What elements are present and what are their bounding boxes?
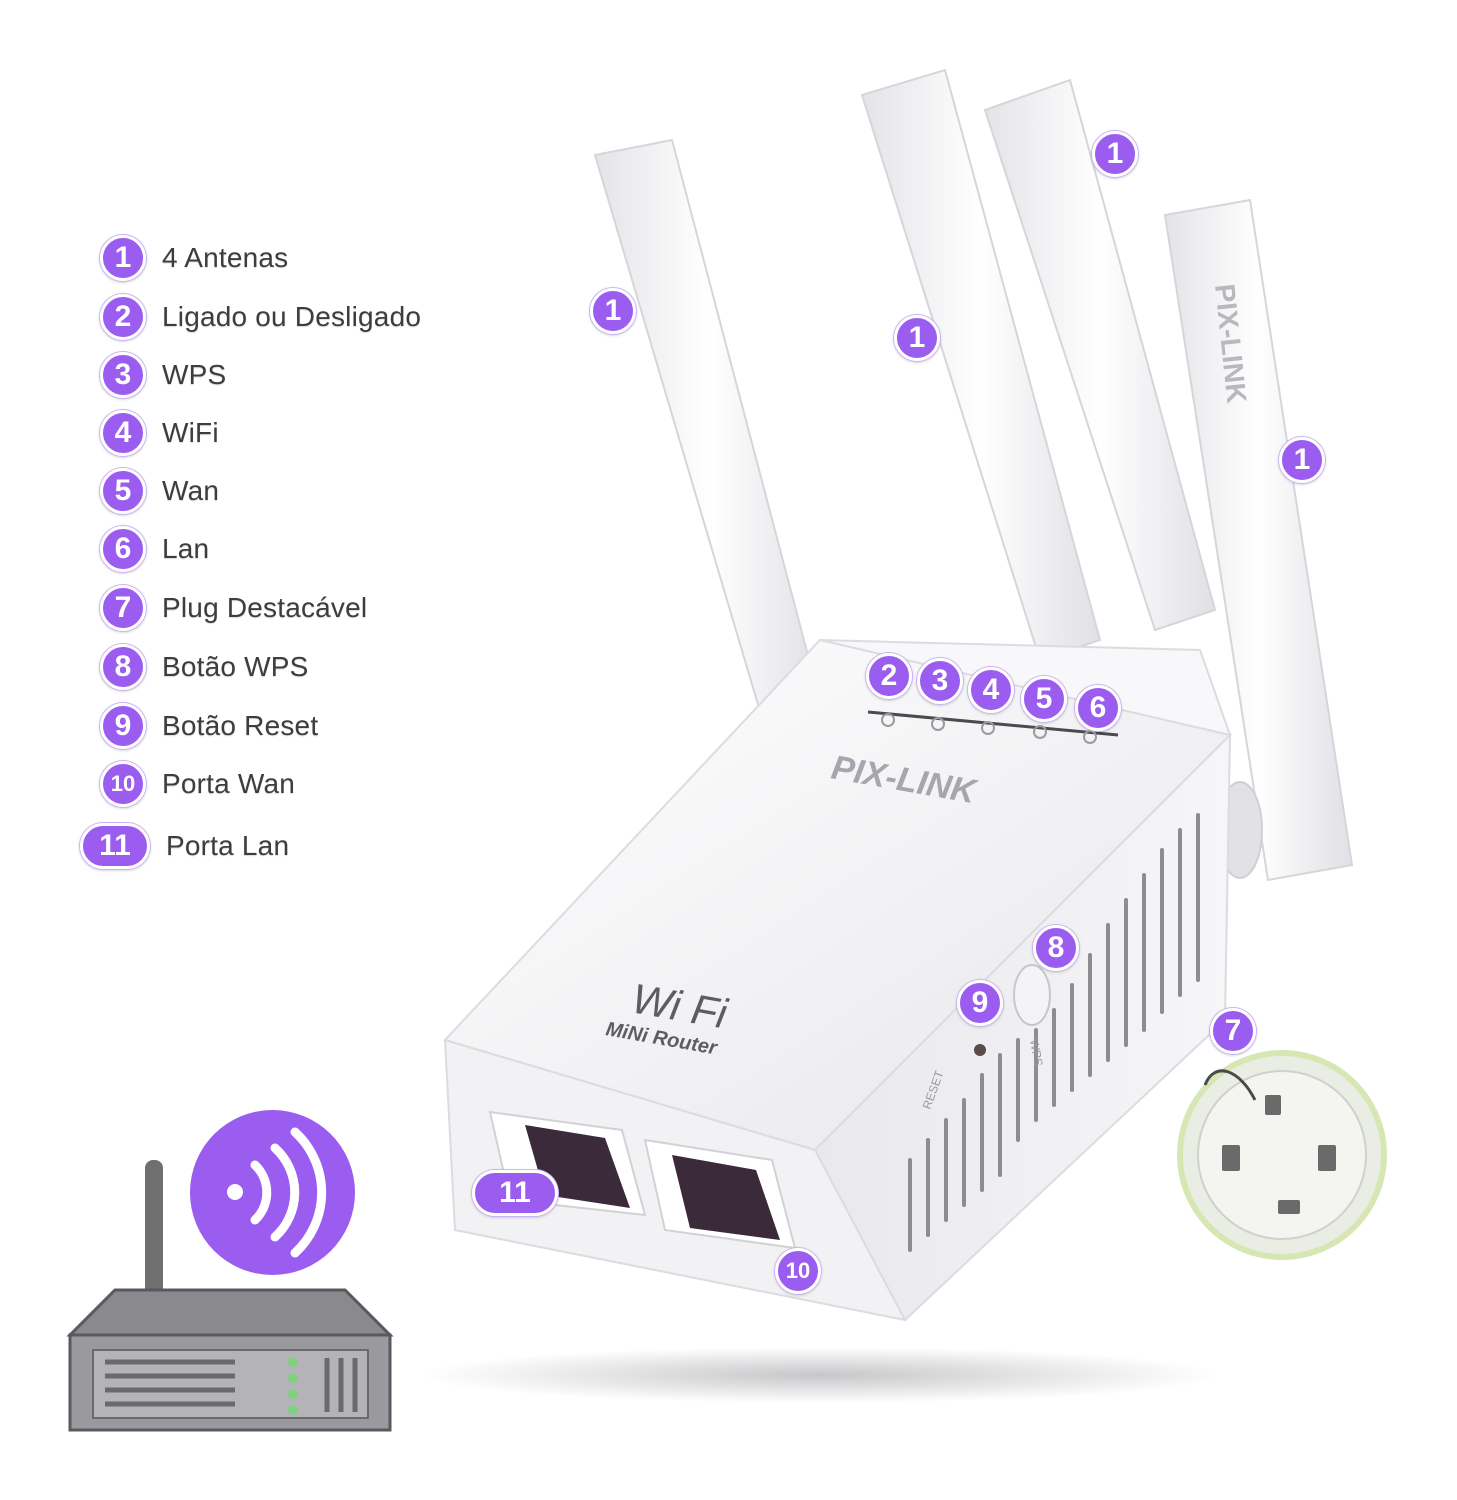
- callout-led-power: 2: [866, 653, 912, 699]
- legend-badge: 6: [100, 526, 146, 572]
- legend-badge: 11: [80, 823, 150, 869]
- wifi-signal-icon: [190, 1110, 355, 1275]
- legend-item-power: 2 Ligado ou Desligado: [100, 294, 421, 340]
- antenna-left: [593, 138, 827, 747]
- legend-badge: 7: [100, 585, 146, 631]
- legend-badge: 9: [100, 703, 146, 749]
- legend-label: Botão Reset: [162, 710, 319, 741]
- vent-slots: [908, 813, 1200, 1252]
- legend-item-antennas: 1 4 Antenas: [100, 235, 288, 281]
- callout-led-wan: 5: [1021, 676, 1067, 722]
- callout-led-lan: 6: [1075, 685, 1121, 731]
- router-icon: [66, 1160, 394, 1432]
- callout-wan-port: 10: [775, 1248, 821, 1294]
- callout-led-wifi: 4: [968, 667, 1014, 713]
- legend-label: Porta Lan: [166, 830, 290, 861]
- legend-item-plug: 7 Plug Destacável: [100, 585, 367, 631]
- callout-antenna: 1: [1092, 131, 1138, 177]
- callout-antenna: 1: [590, 288, 636, 334]
- antenna-center-right: [983, 78, 1217, 632]
- legend-label: WiFi: [162, 417, 219, 448]
- wps-button-label: WPS: [1027, 1038, 1046, 1067]
- legend-badge: 8: [100, 644, 146, 690]
- legend-item-wps-button: 8 Botão WPS: [100, 644, 309, 690]
- legend-label: 4 Antenas: [162, 242, 289, 273]
- legend-badge: 4: [100, 410, 146, 456]
- legend-label: Lan: [162, 533, 210, 564]
- callout-wps-button: 8: [1033, 925, 1079, 971]
- legend-item-wifi: 4 WiFi: [100, 410, 219, 456]
- legend-badge: 1: [100, 235, 146, 281]
- callout-antenna: 1: [894, 315, 940, 361]
- callout-led-wps: 3: [917, 658, 963, 704]
- callout-lan-port: 11: [472, 1170, 558, 1216]
- wan-port[interactable]: [643, 1138, 797, 1250]
- legend-label: Plug Destacável: [162, 592, 368, 623]
- detachable-plug: [1177, 1050, 1387, 1260]
- wps-button[interactable]: [1013, 964, 1051, 1026]
- legend-item-lan: 6 Lan: [100, 526, 209, 572]
- legend-badge: 5: [100, 468, 146, 514]
- callout-plug: 7: [1210, 1008, 1256, 1054]
- reset-hole[interactable]: [974, 1044, 986, 1056]
- legend: 1 4 Antenas 2 Ligado ou Desligado 3 WPS …: [0, 0, 520, 900]
- legend-item-lan-port: 11 Porta Lan: [80, 823, 289, 869]
- legend-label: Wan: [162, 475, 220, 506]
- legend-item-wan: 5 Wan: [100, 468, 219, 514]
- legend-label: Ligado ou Desligado: [162, 301, 422, 332]
- legend-label: Botão WPS: [162, 651, 309, 682]
- callout-antenna: 1: [1279, 437, 1325, 483]
- legend-badge: 2: [100, 294, 146, 340]
- led-indicators: [881, 713, 1097, 744]
- legend-badge: 10: [100, 761, 146, 807]
- legend-item-wan-port: 10 Porta Wan: [100, 761, 295, 807]
- antenna-right: [1163, 198, 1354, 882]
- floor-shadow: [420, 1347, 1220, 1403]
- legend-item-reset-button: 9 Botão Reset: [100, 703, 318, 749]
- callout-reset-button: 9: [957, 980, 1003, 1026]
- legend-badge: 3: [100, 352, 146, 398]
- legend-label: Porta Wan: [162, 768, 296, 799]
- legend-label: WPS: [162, 359, 227, 390]
- legend-item-wps: 3 WPS: [100, 352, 226, 398]
- antenna-center-left: [860, 68, 1102, 662]
